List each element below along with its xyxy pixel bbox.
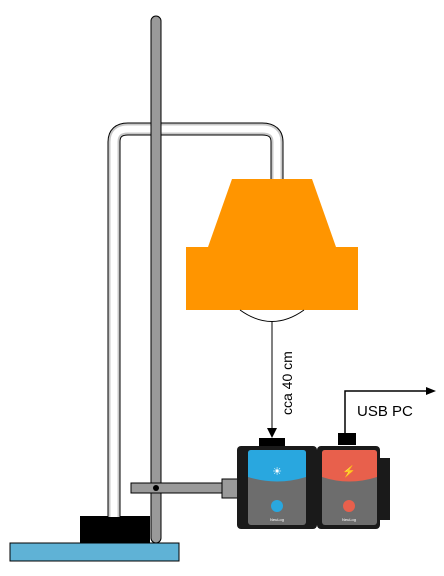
clamp-rod	[130, 482, 230, 494]
usb-module-brand: NeuLog	[342, 517, 356, 522]
lamp	[186, 179, 358, 322]
usb-module-button[interactable]	[343, 500, 355, 512]
arrow-head-icon	[267, 428, 277, 438]
stand-pole	[150, 15, 162, 544]
sensor-button[interactable]	[271, 500, 283, 512]
sensor-brand: NeuLog	[270, 517, 284, 522]
usb-module: ⚡ NeuLog	[317, 433, 390, 529]
lamp-bulb	[239, 309, 305, 322]
clamp-screw-left	[153, 485, 159, 491]
usb-cable	[344, 390, 428, 433]
base-plate	[9, 542, 180, 562]
usb-module-icon: ⚡	[342, 465, 356, 478]
light-sensor-icon: ☀	[272, 466, 282, 478]
distance-label: cca 40 cm	[279, 351, 295, 415]
usb-label: USB PC	[357, 403, 413, 420]
stand-block	[80, 516, 150, 543]
light-sensor-module: ☀ NeuLog	[237, 438, 317, 529]
usb-arrow-icon	[426, 387, 436, 395]
